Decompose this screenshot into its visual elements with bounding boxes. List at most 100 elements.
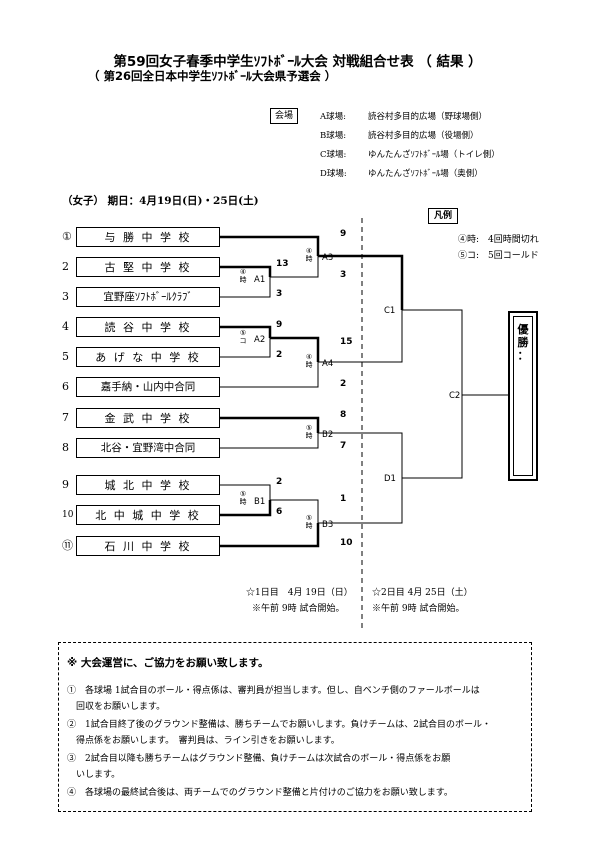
result-mark-type: 時: [239, 276, 247, 284]
team-seed: 4: [62, 320, 69, 333]
match-label-c2: C2: [449, 391, 461, 401]
result-mark-circle: ⑤: [239, 329, 247, 337]
champion-label-char: 勝: [517, 336, 529, 349]
match-label-d1: D1: [384, 474, 396, 484]
result-mark-circle: ⑤: [305, 424, 313, 432]
venue-key: D球場:: [320, 169, 347, 179]
result-mark-circle: ④: [305, 353, 313, 361]
score-bottom: 7: [340, 441, 347, 451]
venue-row-c: C球場: ゆんたんざｿﾌﾄﾎﾞｰﾙ場（トイレ側）: [320, 148, 500, 160]
page-subtitle: （ 第26回全日本中学生ｿﾌﾄﾎﾞｰﾙ大会県予選会 ）: [88, 69, 337, 83]
venue-row-d: D球場: ゆんたんざｿﾌﾄﾎﾞｰﾙ場（奥側）: [320, 167, 483, 179]
team-seed: 10: [62, 510, 74, 520]
result-mark-type: 時: [305, 432, 313, 440]
legend-row-time: ④時: 4回時間切れ: [458, 235, 539, 245]
score-top: 15: [340, 337, 353, 347]
match-label-a4: A4: [322, 359, 334, 369]
team-box: 北谷・宜野湾中合同: [76, 438, 220, 458]
score-bottom: 2: [276, 350, 283, 360]
notice-line: ② 1試合目終了後のグラウンド整備は、勝ちチームでお願いします。負けチームは、2…: [67, 720, 492, 730]
notice-line: いします。: [67, 770, 121, 780]
team-box: 城 北 中 学 校: [76, 475, 220, 495]
venue-value: 読谷村多目的広場（役場側）: [368, 131, 479, 141]
team-seed: 3: [62, 290, 69, 303]
team-seed: ⑪: [62, 539, 73, 552]
page-title: 第59回女子春季中学生ｿﾌﾄﾎﾞｰﾙ大会 対戦組合せ表 （ 結果 ）: [113, 54, 482, 70]
team-box: 古 堅 中 学 校: [76, 257, 220, 277]
venue-value: ゆんたんざｿﾌﾄﾎﾞｰﾙ場（トイレ側）: [368, 150, 500, 160]
score-top: 9: [276, 320, 283, 330]
team-seed: 6: [62, 380, 69, 393]
score-top: 8: [340, 410, 347, 420]
score-bottom: 3: [340, 270, 347, 280]
venue-label: 会場: [270, 108, 299, 124]
match-label-a2: A2: [254, 335, 266, 345]
champion-box: 優勝：: [508, 311, 538, 481]
venue-key: A球場:: [320, 112, 347, 122]
result-mark-type: コ: [239, 337, 247, 345]
team-seed: 9: [62, 478, 69, 491]
score-top: 2: [276, 477, 283, 487]
team-seed: 8: [62, 441, 69, 454]
team-box: 読 谷 中 学 校: [76, 317, 220, 337]
team-seed: 7: [62, 411, 69, 424]
day1-start: ※午前 9時 試合開始。: [252, 604, 345, 614]
score-bottom: 10: [340, 538, 353, 548]
match-label-a1: A1: [254, 275, 266, 285]
match-label-b1: B1: [254, 497, 266, 507]
notice-line: 得点係をお願いします。 審判員は、ライン引きをお願いします。: [67, 736, 340, 746]
team-box: 北 中 城 中 学 校: [76, 505, 220, 525]
notice-title: ※ 大会運営に、ご協力をお願い致します。: [67, 657, 269, 669]
day2-date: ☆2日目 4月 25日（土）: [372, 588, 473, 598]
day1-date: ☆1日目 4月 19日（日）: [246, 588, 353, 598]
score-top: 13: [276, 259, 289, 269]
venue-value: 読谷村多目的広場（野球場側）: [368, 112, 488, 122]
match-label-b3: B3: [322, 520, 334, 530]
match-label-b2: B2: [322, 430, 334, 440]
champion-label-char: 優: [517, 323, 529, 336]
team-box: あ げ な 中 学 校: [76, 347, 220, 367]
day-title: （女子） 期日：4月19日(日)・25日(土): [62, 195, 259, 207]
score-bottom: 3: [276, 289, 283, 299]
score-top: 1: [340, 494, 347, 504]
notice-box: ※ 大会運営に、ご協力をお願い致します。 ① 各球場 1試合目のボール・得点係は…: [58, 642, 532, 812]
notice-line: ① 各球場 1試合目のボール・得点係は、審判員が担当します。但し、自ベンチ側のフ…: [67, 686, 480, 696]
match-label-c1: C1: [384, 306, 396, 316]
champion-label-char: ：: [517, 349, 529, 362]
day2-start: ※午前 9時 試合開始。: [372, 604, 465, 614]
result-mark-circle: ④: [239, 268, 247, 276]
score-bottom: 2: [340, 379, 347, 389]
team-box: 宜野座ｿﾌﾄﾎﾞｰﾙｸﾗﾌﾞ: [76, 287, 220, 307]
result-mark-circle: ④: [305, 247, 313, 255]
match-label-a3: A3: [322, 253, 334, 263]
result-mark-type: 時: [239, 498, 247, 506]
champion-box-inner: 優勝：: [513, 316, 533, 476]
venue-value: ゆんたんざｿﾌﾄﾎﾞｰﾙ場（奥側）: [368, 169, 483, 179]
notice-line: 回収をお願いします。: [67, 702, 166, 712]
team-box: 金 武 中 学 校: [76, 408, 220, 428]
team-seed: 5: [62, 350, 69, 363]
venue-row-a: A球場: 読谷村多目的広場（野球場側）: [320, 110, 487, 122]
venue-key: B球場:: [320, 131, 347, 141]
team-seed: 2: [62, 260, 69, 273]
team-box: 嘉手納・山内中合同: [76, 377, 220, 397]
venue-key: C球場:: [320, 150, 347, 160]
result-mark-circle: ⑤: [305, 514, 313, 522]
team-box: 石 川 中 学 校: [76, 536, 220, 556]
champion-label: 優勝：: [514, 323, 532, 362]
result-mark-type: 時: [305, 255, 313, 263]
legend-row-called: ⑤コ: 5回コールド: [458, 251, 539, 261]
result-mark-type: 時: [305, 522, 313, 530]
result-mark-type: 時: [305, 361, 313, 369]
result-mark-circle: ⑤: [239, 490, 247, 498]
score-bottom: 6: [276, 507, 283, 517]
notice-line: ③ 2試合目以降も勝ちチームはグラウンド整備、負けチームは次試合のボール・得点係…: [67, 754, 451, 764]
